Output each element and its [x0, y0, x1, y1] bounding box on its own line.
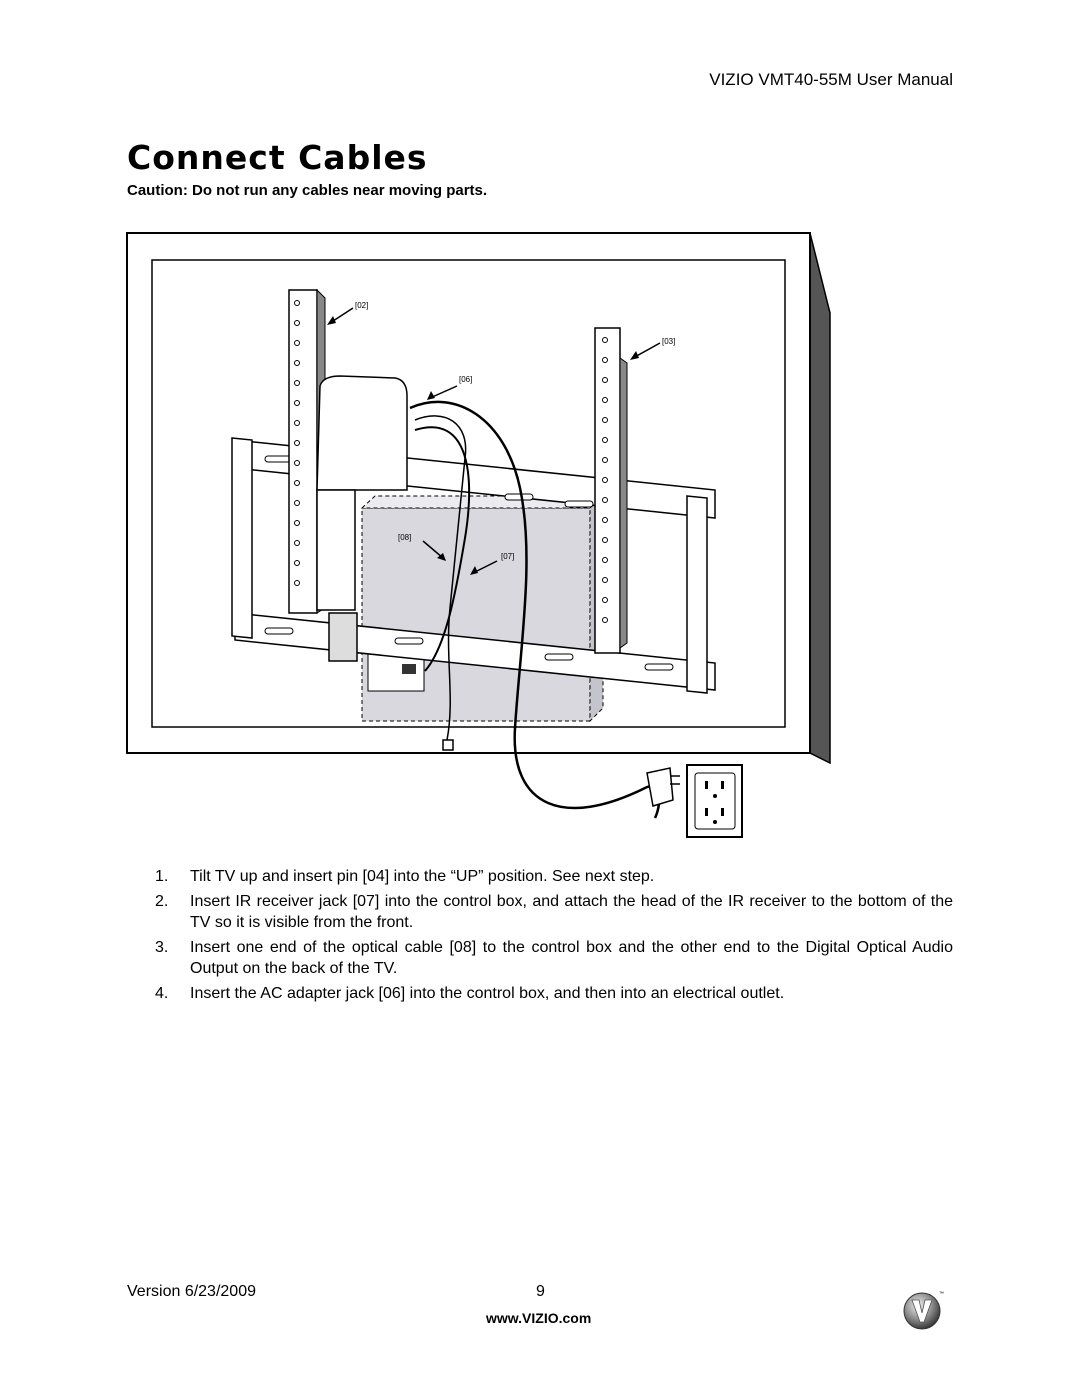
instruction-step: 4. Insert the AC adapter jack [06] into …	[127, 983, 953, 1004]
step-text: Insert one end of the optical cable [08]…	[190, 939, 953, 977]
step-text: Tilt TV up and insert pin [04] into the …	[190, 868, 655, 885]
footer-website-url[interactable]: www.VIZIO.com	[486, 1310, 592, 1326]
actuator-body	[316, 489, 356, 611]
instruction-step: 1. Tilt TV up and insert pin [04] into t…	[127, 866, 953, 887]
callout-label-06: [06]	[459, 375, 472, 384]
right-arm-holes	[602, 337, 608, 623]
step-text: Insert IR receiver jack [07] into the co…	[190, 893, 953, 931]
callout-label-02: [02]	[355, 301, 368, 310]
instruction-step: 3. Insert one end of the optical cable […	[127, 937, 953, 979]
callout-label-08: [08]	[398, 533, 411, 542]
optical-cable	[414, 426, 471, 672]
optical-port	[402, 664, 416, 674]
ir-receiver-head	[442, 739, 454, 751]
page-number: 9	[536, 1283, 545, 1300]
wall-plate-right-post	[686, 495, 708, 694]
ac-adapter-cable	[409, 400, 661, 819]
trademark-symbol: ™	[939, 1291, 944, 1297]
step-number: 3.	[155, 939, 169, 956]
step-number: 1.	[155, 868, 169, 885]
right-mount-arm	[594, 327, 621, 654]
wall-plate-left-post	[231, 437, 253, 639]
right-mount-arm-side	[619, 357, 628, 649]
ir-receiver-cable	[414, 415, 467, 741]
callout-arrowheads	[327, 316, 639, 575]
caution-note: Caution: Do not run any cables near movi…	[127, 182, 488, 199]
page-title: Connect Cables	[127, 138, 428, 177]
cable-connection-diagram: [02] [03] [06] [08] [07]	[126, 232, 831, 838]
motor-housing	[316, 375, 408, 491]
actuator-foot	[328, 612, 358, 662]
left-arm-holes	[294, 300, 300, 586]
step-text: Insert the AC adapter jack [06] into the…	[190, 985, 785, 1002]
callout-label-03: [03]	[662, 337, 675, 346]
callout-label-07: [07]	[501, 552, 514, 561]
step-number: 4.	[155, 985, 169, 1002]
outlet-receptacles	[705, 781, 724, 824]
document-header-title: VIZIO VMT40-55M User Manual	[709, 70, 953, 89]
step-number: 2.	[155, 893, 169, 910]
ac-adapter	[646, 767, 674, 807]
instruction-step: 2. Insert IR receiver jack [07] into the…	[127, 891, 953, 933]
tv-frame-depth	[809, 232, 831, 765]
footer-version: Version 6/23/2009	[127, 1283, 256, 1300]
left-mount-arm	[288, 289, 318, 614]
vizio-v-logo-icon: ™	[903, 1291, 944, 1330]
instruction-steps: 1. Tilt TV up and insert pin [04] into t…	[127, 866, 953, 1008]
